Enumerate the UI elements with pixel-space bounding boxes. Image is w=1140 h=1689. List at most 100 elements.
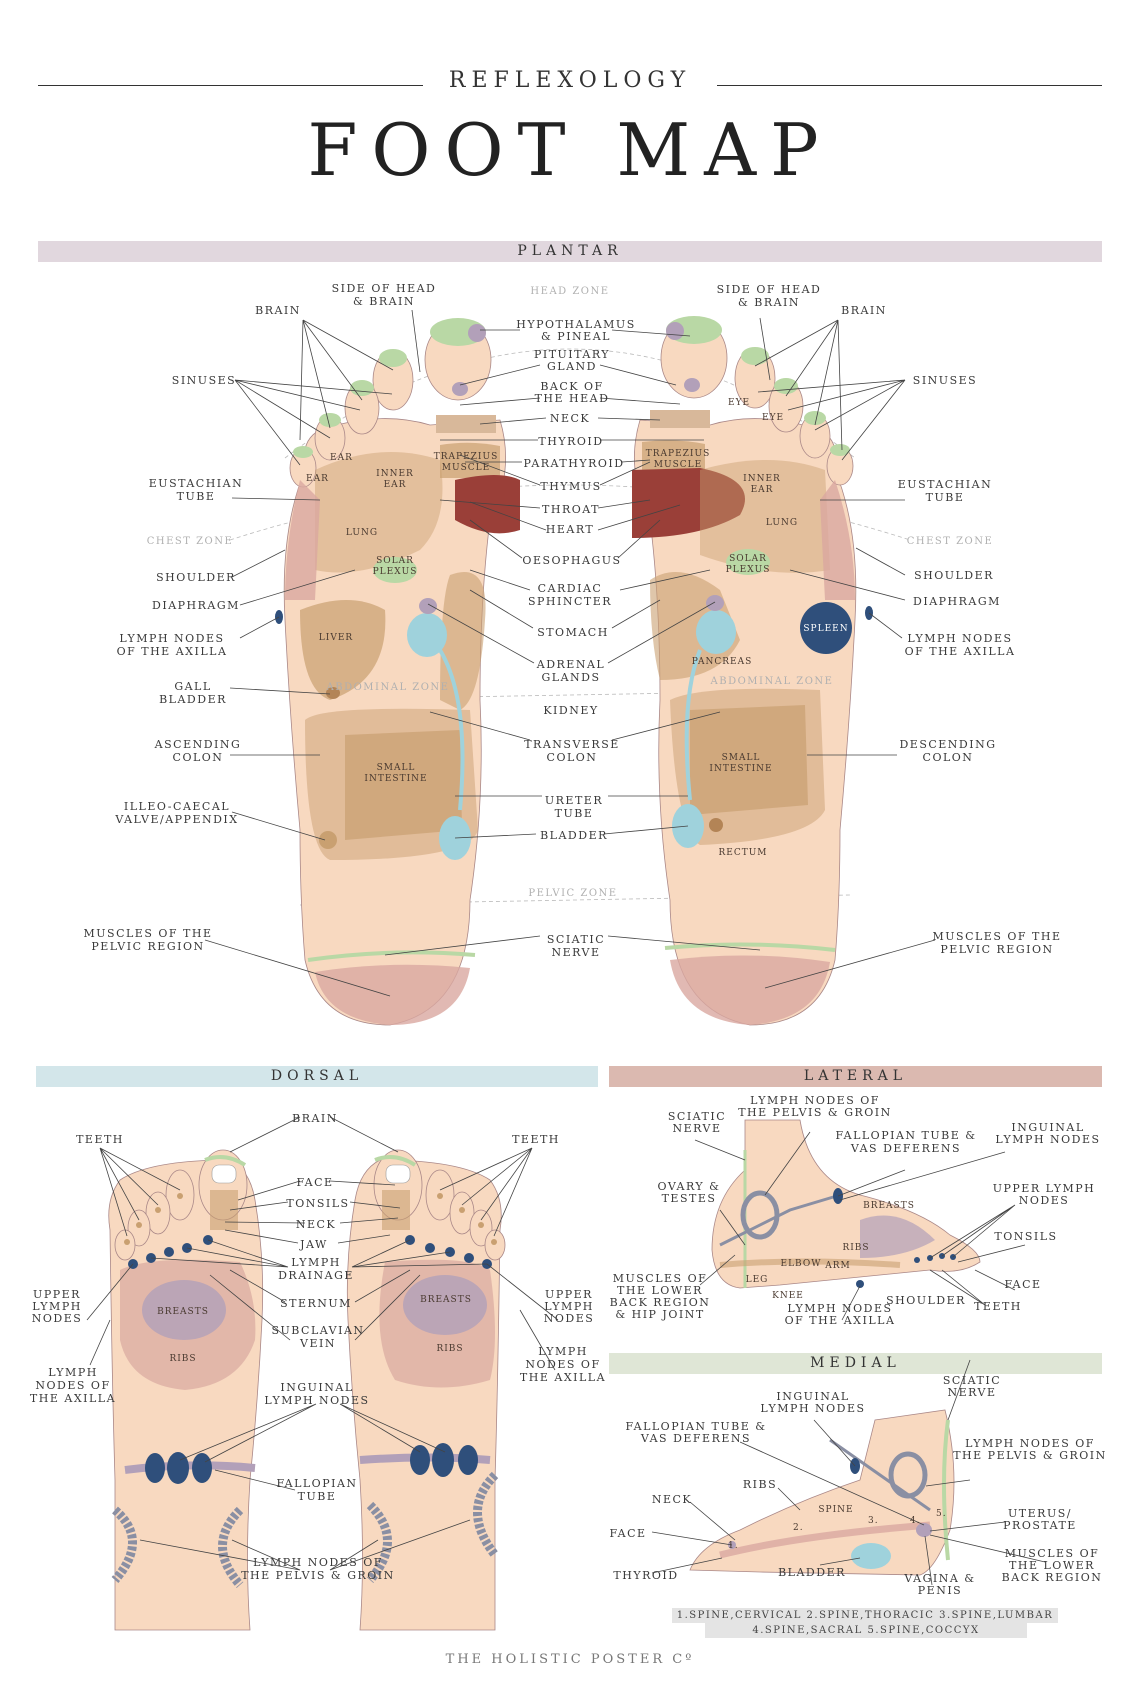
label-muscles-pelvic-r1: MUSCLES OF THE [933, 930, 1062, 943]
label-dorsal-axilla-l3: THE AXILLA [30, 1392, 116, 1405]
label-dorsal-inguinal-2: LYMPH NODES [264, 1394, 369, 1407]
label-solar-l2: PLEXUS [373, 567, 418, 577]
label-upper-lymph-r1: UPPER [545, 1288, 593, 1301]
zone-pelvic: PELVIC ZONE [528, 888, 617, 899]
zone-head: HEAD ZONE [530, 286, 609, 297]
label-med-muscles-1: MUSCLES OF [1005, 1547, 1100, 1560]
label-diaphragm-left: DIAPHRAGM [152, 599, 240, 612]
label-lat-knee: KNEE [772, 1291, 804, 1301]
label-ear-2: EAR [330, 453, 353, 463]
label-neck: NECK [550, 412, 590, 425]
medial-labels: SCIATIC NERVE INGUINAL LYMPH NODES FALLO… [609, 1374, 1105, 1597]
label-gall-l2: BLADDER [159, 693, 227, 706]
label-lat-muscles-2: THE LOWER [617, 1284, 703, 1297]
label-asc-colon-l1: ASCENDING [154, 738, 242, 751]
label-side-head-l2: & BRAIN [353, 295, 415, 308]
label-eustachian-r2: TUBE [926, 491, 965, 504]
label-lat-pelvis-1: LYMPH NODES OF [750, 1094, 880, 1107]
label-lat-muscles-3: BACK REGION [610, 1296, 711, 1309]
label-brain-right: BRAIN [841, 304, 887, 317]
label-spine-num-1: 1. [728, 1541, 739, 1551]
label-upper-lymph-l1: UPPER [33, 1288, 81, 1301]
label-dorsal-teeth-left: TEETH [76, 1133, 124, 1146]
dorsal-leader-lines [86, 1116, 559, 1571]
label-axilla-l2: OF THE AXILLA [117, 645, 228, 658]
label-solar-l1: SOLAR [376, 556, 414, 566]
poster-subtitle: REFLEXOLOGY [448, 68, 692, 93]
label-thyroid: THYROID [538, 435, 603, 448]
label-solar-r1: SOLAR [729, 554, 767, 564]
label-dorsal-teeth-right: TEETH [512, 1133, 560, 1146]
label-dorsal-axilla-l1: LYMPH [48, 1366, 98, 1379]
right-plantar-foot [632, 316, 873, 1026]
label-spleen: SPLEEN [803, 624, 848, 634]
label-eustachian-l1: EUSTACHIAN [149, 477, 243, 490]
label-small-int-l1: SMALL [377, 763, 416, 773]
label-lat-tonsils: TONSILS [994, 1230, 1057, 1243]
lateral-leader-lines [694, 1131, 1026, 1321]
label-brain-left: BRAIN [255, 304, 301, 317]
lateral-foot [711, 1119, 981, 1289]
label-dorsal-ribs-right: RIBS [436, 1344, 463, 1354]
label-med-neck: NECK [652, 1493, 692, 1506]
label-dorsal-fallopian-1: FALLOPIAN [276, 1477, 357, 1490]
label-upper-lymph-r2: LYMPH [544, 1300, 594, 1313]
label-med-inguinal-2: LYMPH NODES [760, 1402, 865, 1415]
label-eustachian-l2: TUBE [177, 490, 216, 503]
label-adrenal-2: GLANDS [541, 671, 600, 684]
label-med-vagina-1: VAGINA & [903, 1572, 975, 1585]
zone-abdominal-left: ABDOMINAL ZONE [326, 682, 450, 693]
label-solar-r2: PLEXUS [726, 565, 771, 575]
label-lat-breasts: BREASTS [863, 1201, 915, 1211]
label-dorsal-neck: NECK [296, 1218, 336, 1231]
label-lat-ribs: RIBS [842, 1243, 869, 1253]
label-lat-inguinal-1: INGUINAL [1011, 1121, 1084, 1134]
label-diaphragm-right: DIAPHRAGM [913, 595, 1001, 608]
label-asc-colon-l2: COLON [173, 751, 224, 764]
label-med-uterus-2: PROSTATE [1003, 1519, 1077, 1532]
spine-legend-line-2: 4.SPINE,SACRAL 5.SPINE,COCCYX [705, 1623, 1027, 1638]
label-sciatic-1: SCIATIC [547, 933, 605, 946]
label-inner-ear-r1: INNER [743, 474, 781, 484]
label-med-muscles-3: BACK REGION [1002, 1571, 1103, 1584]
label-spine-num-5: 5. [936, 1509, 947, 1519]
label-thymus: THYMUS [540, 480, 601, 493]
label-axilla-r1: LYMPH NODES [907, 632, 1012, 645]
label-spine-num-3: 3. [868, 1516, 879, 1526]
label-side-head-r1: SIDE OF HEAD [717, 283, 822, 296]
label-upper-lymph-r3: NODES [544, 1312, 595, 1325]
label-med-inguinal-1: INGUINAL [776, 1390, 849, 1403]
label-pituitary-2: GLAND [547, 360, 597, 373]
label-trapezius-r2: MUSCLE [654, 460, 702, 470]
section-band-dorsal: DORSAL [36, 1066, 598, 1087]
label-lat-fallopian-2: VAS DEFERENS [850, 1142, 961, 1155]
label-gall-l1: GALL [174, 680, 211, 693]
label-back-head-1: BACK OF [540, 380, 603, 393]
label-kidney: KIDNEY [543, 704, 598, 717]
label-transverse-1: TRANSVERSE [524, 738, 620, 751]
poster-title: FOOT MAP [307, 108, 833, 192]
label-lung-right: LUNG [766, 518, 798, 528]
plantar-leader-lines [204, 309, 936, 997]
label-side-head-r2: & BRAIN [738, 296, 800, 309]
label-transverse-2: COLON [547, 751, 598, 764]
label-trapezius-l2: MUSCLE [442, 463, 490, 473]
zone-abdominal-right: ABDOMINAL ZONE [710, 676, 834, 687]
label-ureter-1: URETER [545, 794, 603, 807]
label-cardiac-2: SPHINCTER [528, 595, 612, 608]
label-ureter-2: TUBE [555, 807, 594, 820]
label-subclavian-2: VEIN [299, 1337, 336, 1350]
label-bladder: BLADDER [540, 829, 608, 842]
label-small-int-r2: INTESTINE [709, 764, 772, 774]
label-spine-num-2: 2. [793, 1523, 804, 1533]
label-axilla-l1: LYMPH NODES [119, 632, 224, 645]
label-desc-colon-r1: DESCENDING [899, 738, 996, 751]
label-hypothalamus-1: HYPOTHALAMUS [516, 318, 635, 331]
label-oesophagus: OESOPHAGUS [522, 554, 621, 567]
medial-foot [689, 1409, 955, 1576]
zone-chest-left: CHEST ZONE [147, 536, 234, 547]
label-sinuses-right: SINUSES [913, 374, 977, 387]
label-lat-leg: LEG [746, 1275, 769, 1285]
label-dorsal-axilla-r1: LYMPH [538, 1345, 588, 1358]
label-sinuses-left: SINUSES [172, 374, 236, 387]
